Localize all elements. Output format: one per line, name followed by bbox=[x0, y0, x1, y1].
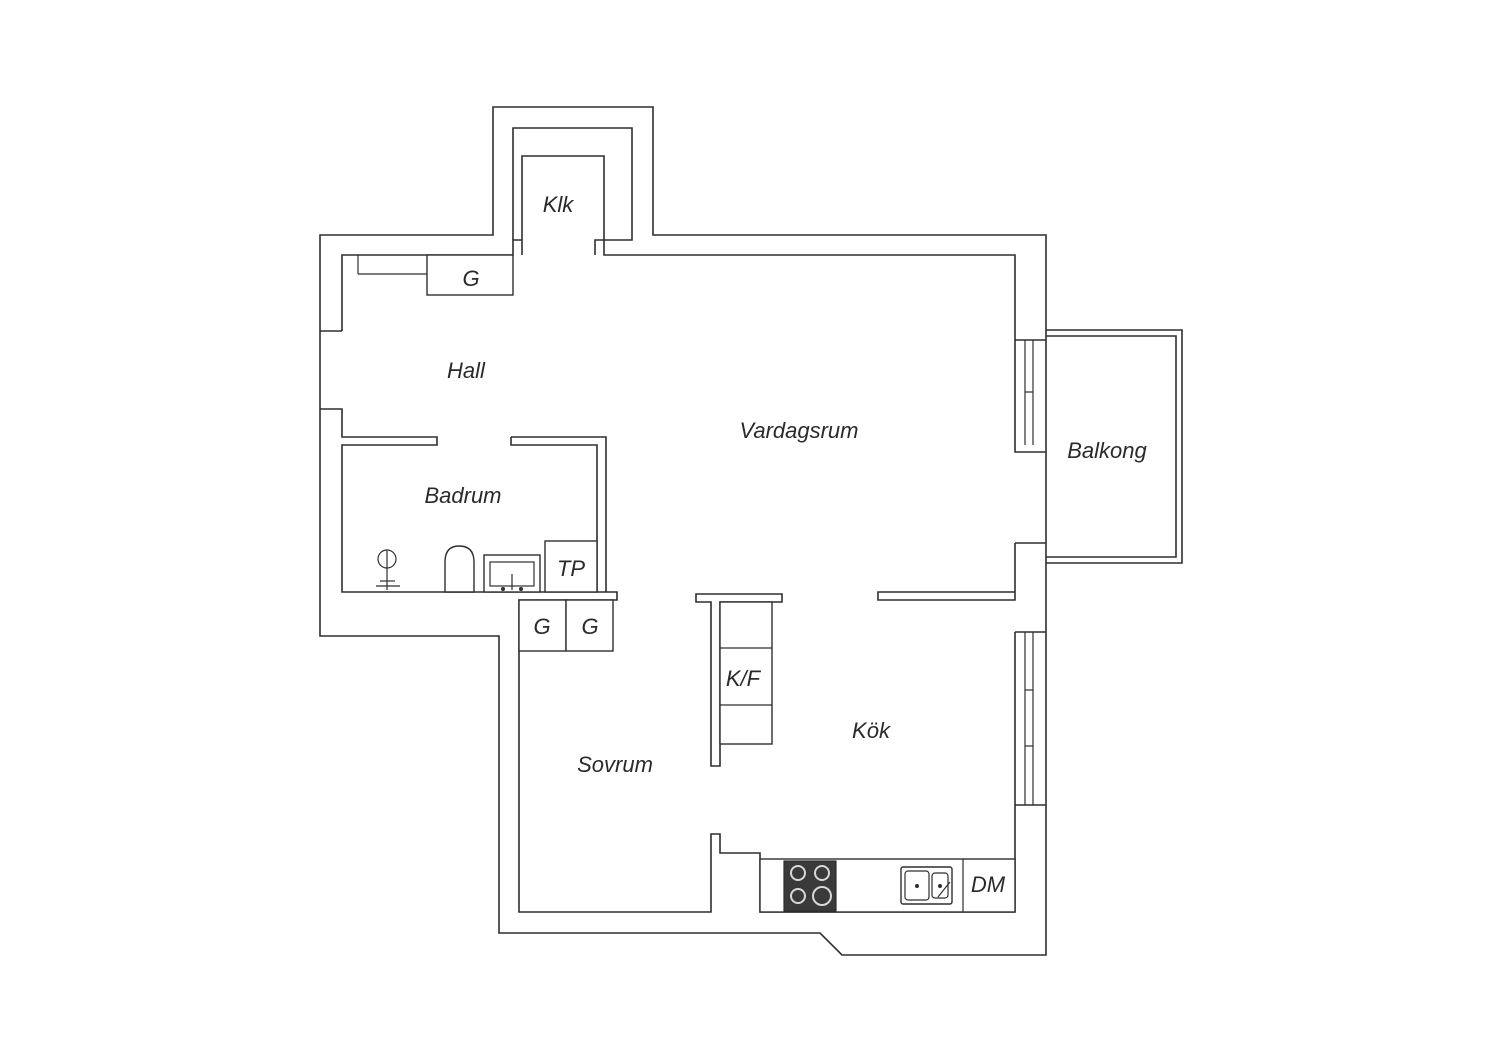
north-inner-wall bbox=[341, 239, 1016, 340]
window-kitchen bbox=[1024, 632, 1034, 805]
east-wall bbox=[877, 339, 1046, 806]
room-label-klk: Klk bbox=[543, 192, 575, 217]
fixture-label-hall-wardrobe: G bbox=[462, 266, 479, 291]
fixture-label-wardrobe-2: G bbox=[581, 614, 598, 639]
badrum-wall bbox=[510, 436, 607, 592]
hall-wardrobe bbox=[357, 254, 514, 296]
bedroom-wardrobes bbox=[518, 599, 614, 652]
klk-wall bbox=[512, 127, 633, 241]
room-label-vardagsrum: Vardagsrum bbox=[739, 418, 858, 443]
fridge-freezer-unit bbox=[695, 593, 783, 767]
fixture-label-wardrobe-1: G bbox=[533, 614, 550, 639]
bathroom-fixtures bbox=[376, 540, 598, 593]
room-label-sovrum: Sovrum bbox=[577, 752, 653, 777]
kitchen-counter bbox=[759, 858, 1016, 913]
fixture-label-kf: K/F bbox=[726, 666, 762, 691]
room-label-badrum: Badrum bbox=[424, 483, 501, 508]
window-living bbox=[1024, 340, 1034, 445]
room-label-balkong: Balkong bbox=[1067, 438, 1147, 463]
west-inner-wall bbox=[320, 330, 1016, 913]
fixture-label-tp: TP bbox=[557, 556, 585, 581]
fixture-label-dm: DM bbox=[971, 872, 1006, 897]
room-label-hall: Hall bbox=[447, 358, 486, 383]
outer-wall-outline bbox=[319, 106, 1047, 956]
balcony bbox=[1046, 329, 1183, 564]
room-label-kok: Kök bbox=[852, 718, 891, 743]
